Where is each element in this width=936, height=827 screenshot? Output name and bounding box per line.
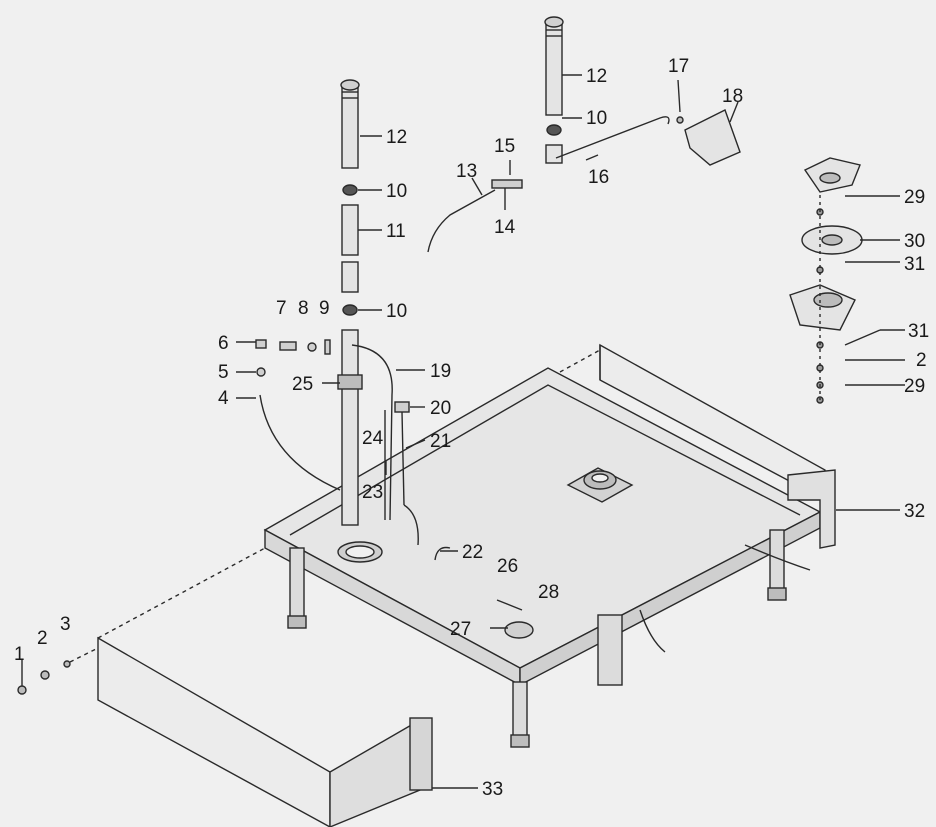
callout-18: 18 <box>722 86 743 107</box>
callout-7: 7 <box>276 298 287 319</box>
callout-29-bottom: 29 <box>904 376 925 397</box>
callout-19: 19 <box>430 361 451 382</box>
callout-11: 11 <box>386 221 406 242</box>
callout-30: 30 <box>904 231 925 252</box>
callout-9: 9 <box>319 298 330 319</box>
callout-4: 4 <box>218 388 229 409</box>
callout-31-top: 31 <box>904 254 925 275</box>
right-flange-assembly <box>789 157 863 404</box>
callout-16: 16 <box>588 167 609 188</box>
callout-24: 24 <box>362 428 384 449</box>
tank-opening <box>566 467 634 503</box>
callout-5: 5 <box>218 362 229 383</box>
screws-left <box>17 647 99 695</box>
tank-body <box>263 367 822 687</box>
callout-31-bottom: 31 <box>908 321 929 342</box>
rear-panel <box>559 343 836 549</box>
callout-1: 1 <box>14 644 25 665</box>
leader-lines <box>236 74 905 789</box>
callout-10-right: 10 <box>586 108 607 129</box>
callout-29-top: 29 <box>904 187 925 208</box>
callout-12-right: 12 <box>586 66 607 87</box>
callout-22: 22 <box>462 542 483 563</box>
left-pipe-assembly <box>255 79 419 546</box>
callout-32: 32 <box>904 501 925 522</box>
callout-8: 8 <box>298 298 309 319</box>
callout-25: 25 <box>292 374 313 395</box>
callout-13: 13 <box>456 161 477 182</box>
front-panel <box>97 547 433 827</box>
callout-28: 28 <box>538 582 559 603</box>
callout-3: 3 <box>60 614 71 635</box>
callout-10-top: 10 <box>386 181 407 202</box>
callout-2-right: 2 <box>916 350 927 371</box>
callout-27: 27 <box>450 619 471 640</box>
tank-legs <box>287 529 787 748</box>
callout-20: 20 <box>430 398 451 419</box>
callout-14: 14 <box>494 217 516 238</box>
callout-labels: 1 2 3 4 5 6 7 8 9 10 10 10 11 12 12 13 1… <box>14 56 929 800</box>
callout-17: 17 <box>668 56 689 77</box>
callout-33: 33 <box>482 779 503 800</box>
callout-2: 2 <box>37 628 48 649</box>
callout-12-left: 12 <box>386 127 407 148</box>
callout-6: 6 <box>218 333 229 354</box>
callout-21: 21 <box>430 431 451 452</box>
callout-23: 23 <box>362 482 383 503</box>
top-pipe-assembly <box>427 16 741 253</box>
callout-10-mid: 10 <box>386 301 407 322</box>
callout-15: 15 <box>494 136 515 157</box>
callout-26: 26 <box>497 556 518 577</box>
